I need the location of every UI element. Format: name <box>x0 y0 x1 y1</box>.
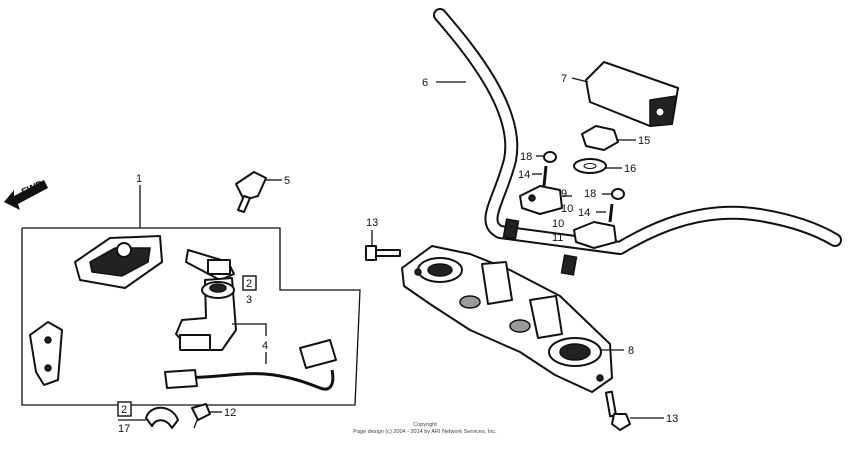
label-14a: 14 <box>518 169 530 181</box>
label-18b: 18 <box>584 188 596 200</box>
label-13b: 13 <box>666 413 678 425</box>
label-7: 7 <box>561 73 567 85</box>
wire-harness <box>169 369 335 391</box>
handlebar-cover <box>585 61 679 127</box>
label-10a: 10 <box>561 203 573 215</box>
screw <box>191 403 211 429</box>
bolt-upper <box>365 245 401 261</box>
label-4: 4 <box>262 340 268 352</box>
label-18a: 18 <box>520 151 532 163</box>
label-14b: 14 <box>578 207 590 219</box>
ignition-switch <box>175 277 237 351</box>
label-9: 9 <box>561 188 567 200</box>
label-5: 5 <box>284 175 290 187</box>
copyright-line-1: Copyright <box>413 422 437 428</box>
label-17: 17 <box>118 423 130 435</box>
label-8: 8 <box>628 345 634 357</box>
wire-clip <box>145 406 179 429</box>
label-2b: 2 <box>121 404 127 416</box>
label-10b: 10 <box>552 218 564 230</box>
ignition-key <box>185 249 235 281</box>
handlebar-holder-lower <box>573 221 617 249</box>
switch-cover <box>74 235 163 289</box>
top-bridge <box>401 245 613 393</box>
switch-bracket <box>29 321 63 386</box>
label-15: 15 <box>638 135 650 147</box>
bolt-lower <box>604 390 631 431</box>
nut <box>581 125 619 151</box>
label-12: 12 <box>224 407 236 419</box>
spare-key <box>235 171 267 213</box>
label-3: 3 <box>246 294 252 306</box>
label-11: 11 <box>552 232 563 244</box>
handlebar-holder-upper <box>519 185 563 215</box>
washer <box>573 158 607 174</box>
label-1: 1 <box>136 173 142 185</box>
label-6: 6 <box>422 77 428 89</box>
label-16: 16 <box>624 163 636 175</box>
label-2a: 2 <box>246 278 252 290</box>
fwd-arrow-icon: FWD <box>4 179 48 210</box>
assembly-outline <box>21 227 361 406</box>
label-13a: 13 <box>366 217 378 229</box>
copyright-line-2: Page design (c) 2004 - 2014 by ARI Netwo… <box>353 429 497 435</box>
